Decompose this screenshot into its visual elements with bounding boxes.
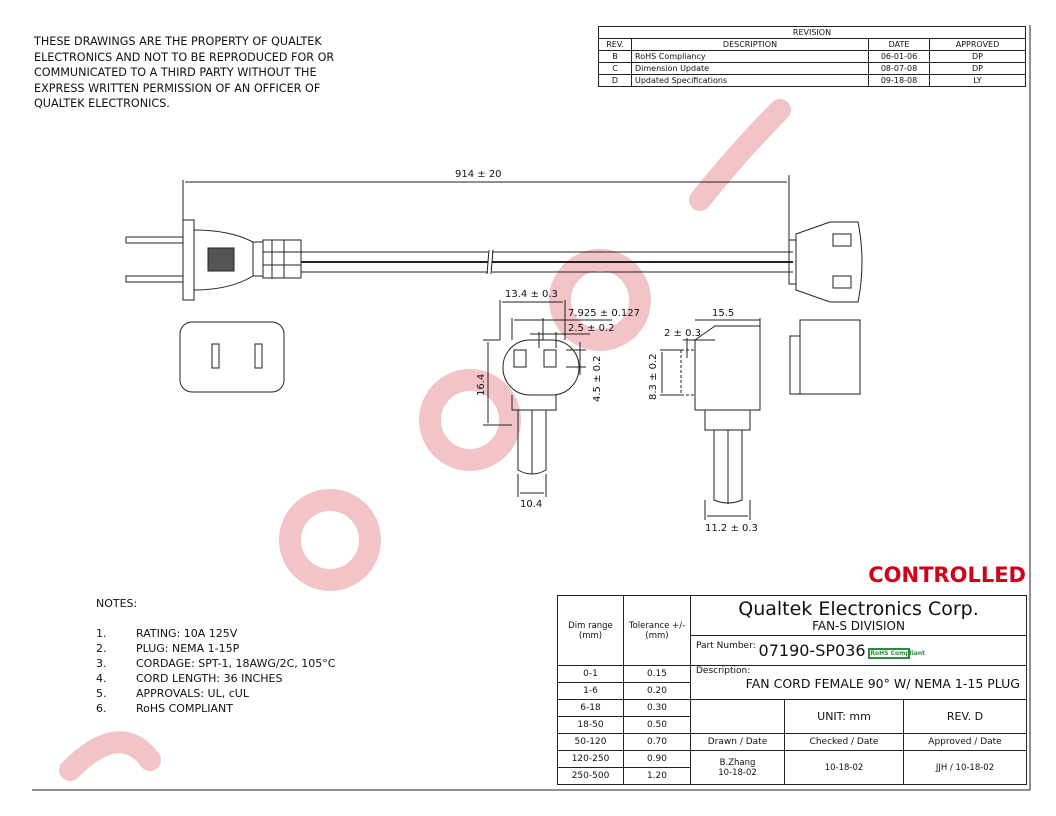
dim-slot-width: 2.5 ± 0.2 [568,323,615,334]
plug-face-view [179,321,285,393]
title-block: Dim range (mm) Tolerance +/- (mm) Qualte… [557,595,1027,785]
note-item: 5. APPROVALS: UL, cUL [96,687,249,700]
note-number: 3. [96,657,107,670]
rohs-badge: RoHS Compliant [868,648,925,659]
tolerance: 0.70 [623,733,691,751]
dim-range-header: Dim range (mm) [557,595,624,666]
date: 08-07-08 [868,62,930,75]
dim-range: 120-250 [557,750,624,768]
dim-range: 0-1 [557,665,624,683]
date: 09-18-08 [868,74,930,87]
dim-face-height: 8.3 ± 0.2 [648,353,659,400]
controlled-stamp: CONTROLLED [868,563,1026,587]
rev: D [598,74,632,87]
dim-offset: 2 ± 0.3 [664,328,701,339]
female-connector-side-view [788,221,863,303]
note-number: 6. [96,702,107,715]
revision-table: REVISION REV. DESCRIPTION DATE APPROVED … [598,26,1026,87]
division-name: FAN-S DIVISION [812,618,905,633]
ownership-notice: THESE DRAWINGS ARE THE PROPERTY OF QUALT… [34,35,335,110]
unit: UNIT: mm [784,699,904,734]
note-item: 4. CORD LENGTH: 36 INCHES [96,672,282,685]
notes-section: NOTES: 1. RATING: 10A 125V 2. PLUG: NEMA 1… [96,597,335,715]
dim-slot-length: 4.5 ± 0.2 [592,355,603,402]
tolerance: 1.20 [623,767,691,785]
approved: LY [929,74,1026,87]
rev: B [598,50,632,63]
note-item: 1. RATING: 10A 125V [96,627,237,640]
approved: DP [929,62,1026,75]
rev: C [598,62,632,75]
cord [301,249,793,275]
notes-title: NOTES: [96,597,138,610]
note-number: 2. [96,642,107,655]
connector-right-angle-view [660,318,761,520]
dim-length: 914 ± 20 [455,169,502,180]
note-number: 5. [96,687,107,700]
note-text: RATING: 10A 125V [136,627,238,640]
description: Dimension Update [631,62,869,75]
part-number-label: Part Number: [696,641,756,651]
header-approved: APPROVED [929,38,1026,51]
header-description: DESCRIPTION [631,38,869,51]
dim-range: 6-18 [557,699,624,717]
description: RoHS Compliancy [631,50,869,63]
header-rev: REV. [598,38,632,51]
tolerance: 0.20 [623,682,691,700]
note-text: CORD LENGTH: 36 INCHES [136,672,283,685]
description-label: Description: [696,666,751,676]
note-text: CORDAGE: SPT-1, 18AWG/2C, 105°C [136,657,336,670]
tolerance: 0.90 [623,750,691,768]
dim-range: 18-50 [557,716,624,734]
plug-side-view [125,219,302,301]
revision-level: REV. D [903,699,1027,734]
revision-header-row: REV. DESCRIPTION DATE APPROVED [598,38,1026,51]
company-name: Qualtek Electronics Corp. [738,597,979,620]
connector-back-view [789,319,861,395]
dim-range: 250-500 [557,767,624,785]
description: FAN CORD FEMALE 90° W/ NEMA 1-15 PLUG [745,676,1020,691]
note-number: 4. [96,672,107,685]
dim-range: 50-120 [557,733,624,751]
tolerance: 0.50 [623,716,691,734]
note-item: 3. CORDAGE: SPT-1, 18AWG/2C, 105°C [96,657,335,670]
approved-value: JJH / 10-18-02 [903,750,1027,785]
date: 06-01-06 [868,50,930,63]
drawn-label: Drawn / Date [690,733,785,751]
dim-base-width: 11.2 ± 0.3 [705,523,758,534]
note-number: 1. [96,627,107,640]
tolerance-header: Tolerance +/- (mm) [623,595,691,666]
description: Updated Specifications [631,74,869,87]
dim-pin-spacing: 7.925 ± 0.127 [568,308,640,319]
note-text: PLUG: NEMA 1-15P [136,642,240,655]
dim-width: 13.4 ± 0.3 [505,289,558,300]
note-item: 2. PLUG: NEMA 1-15P [96,642,239,655]
note-item: 6. RoHS COMPLIANT [96,702,233,715]
connector-front-view [483,300,612,497]
dim-neck-width: 10.4 [520,499,542,510]
revision-title: REVISION [598,26,1026,39]
part-number: 07190-SP036 [758,641,866,660]
tolerance: 0.15 [623,665,691,683]
dim-depth: 15.5 [712,308,734,319]
checked-value: 10-18-02 [784,750,904,785]
note-text: APPROVALS: UL, cUL [136,687,249,700]
checked-label: Checked / Date [784,733,904,751]
tolerance: 0.30 [623,699,691,717]
approved: DP [929,50,1026,63]
approved-label: Approved / Date [903,733,1027,751]
dim-height: 16.4 [476,374,487,396]
drawn-value: B.Zhang 10-18-02 [690,750,785,785]
dim-range: 1-6 [557,682,624,700]
header-date: DATE [868,38,930,51]
note-text: RoHS COMPLIANT [136,702,233,715]
